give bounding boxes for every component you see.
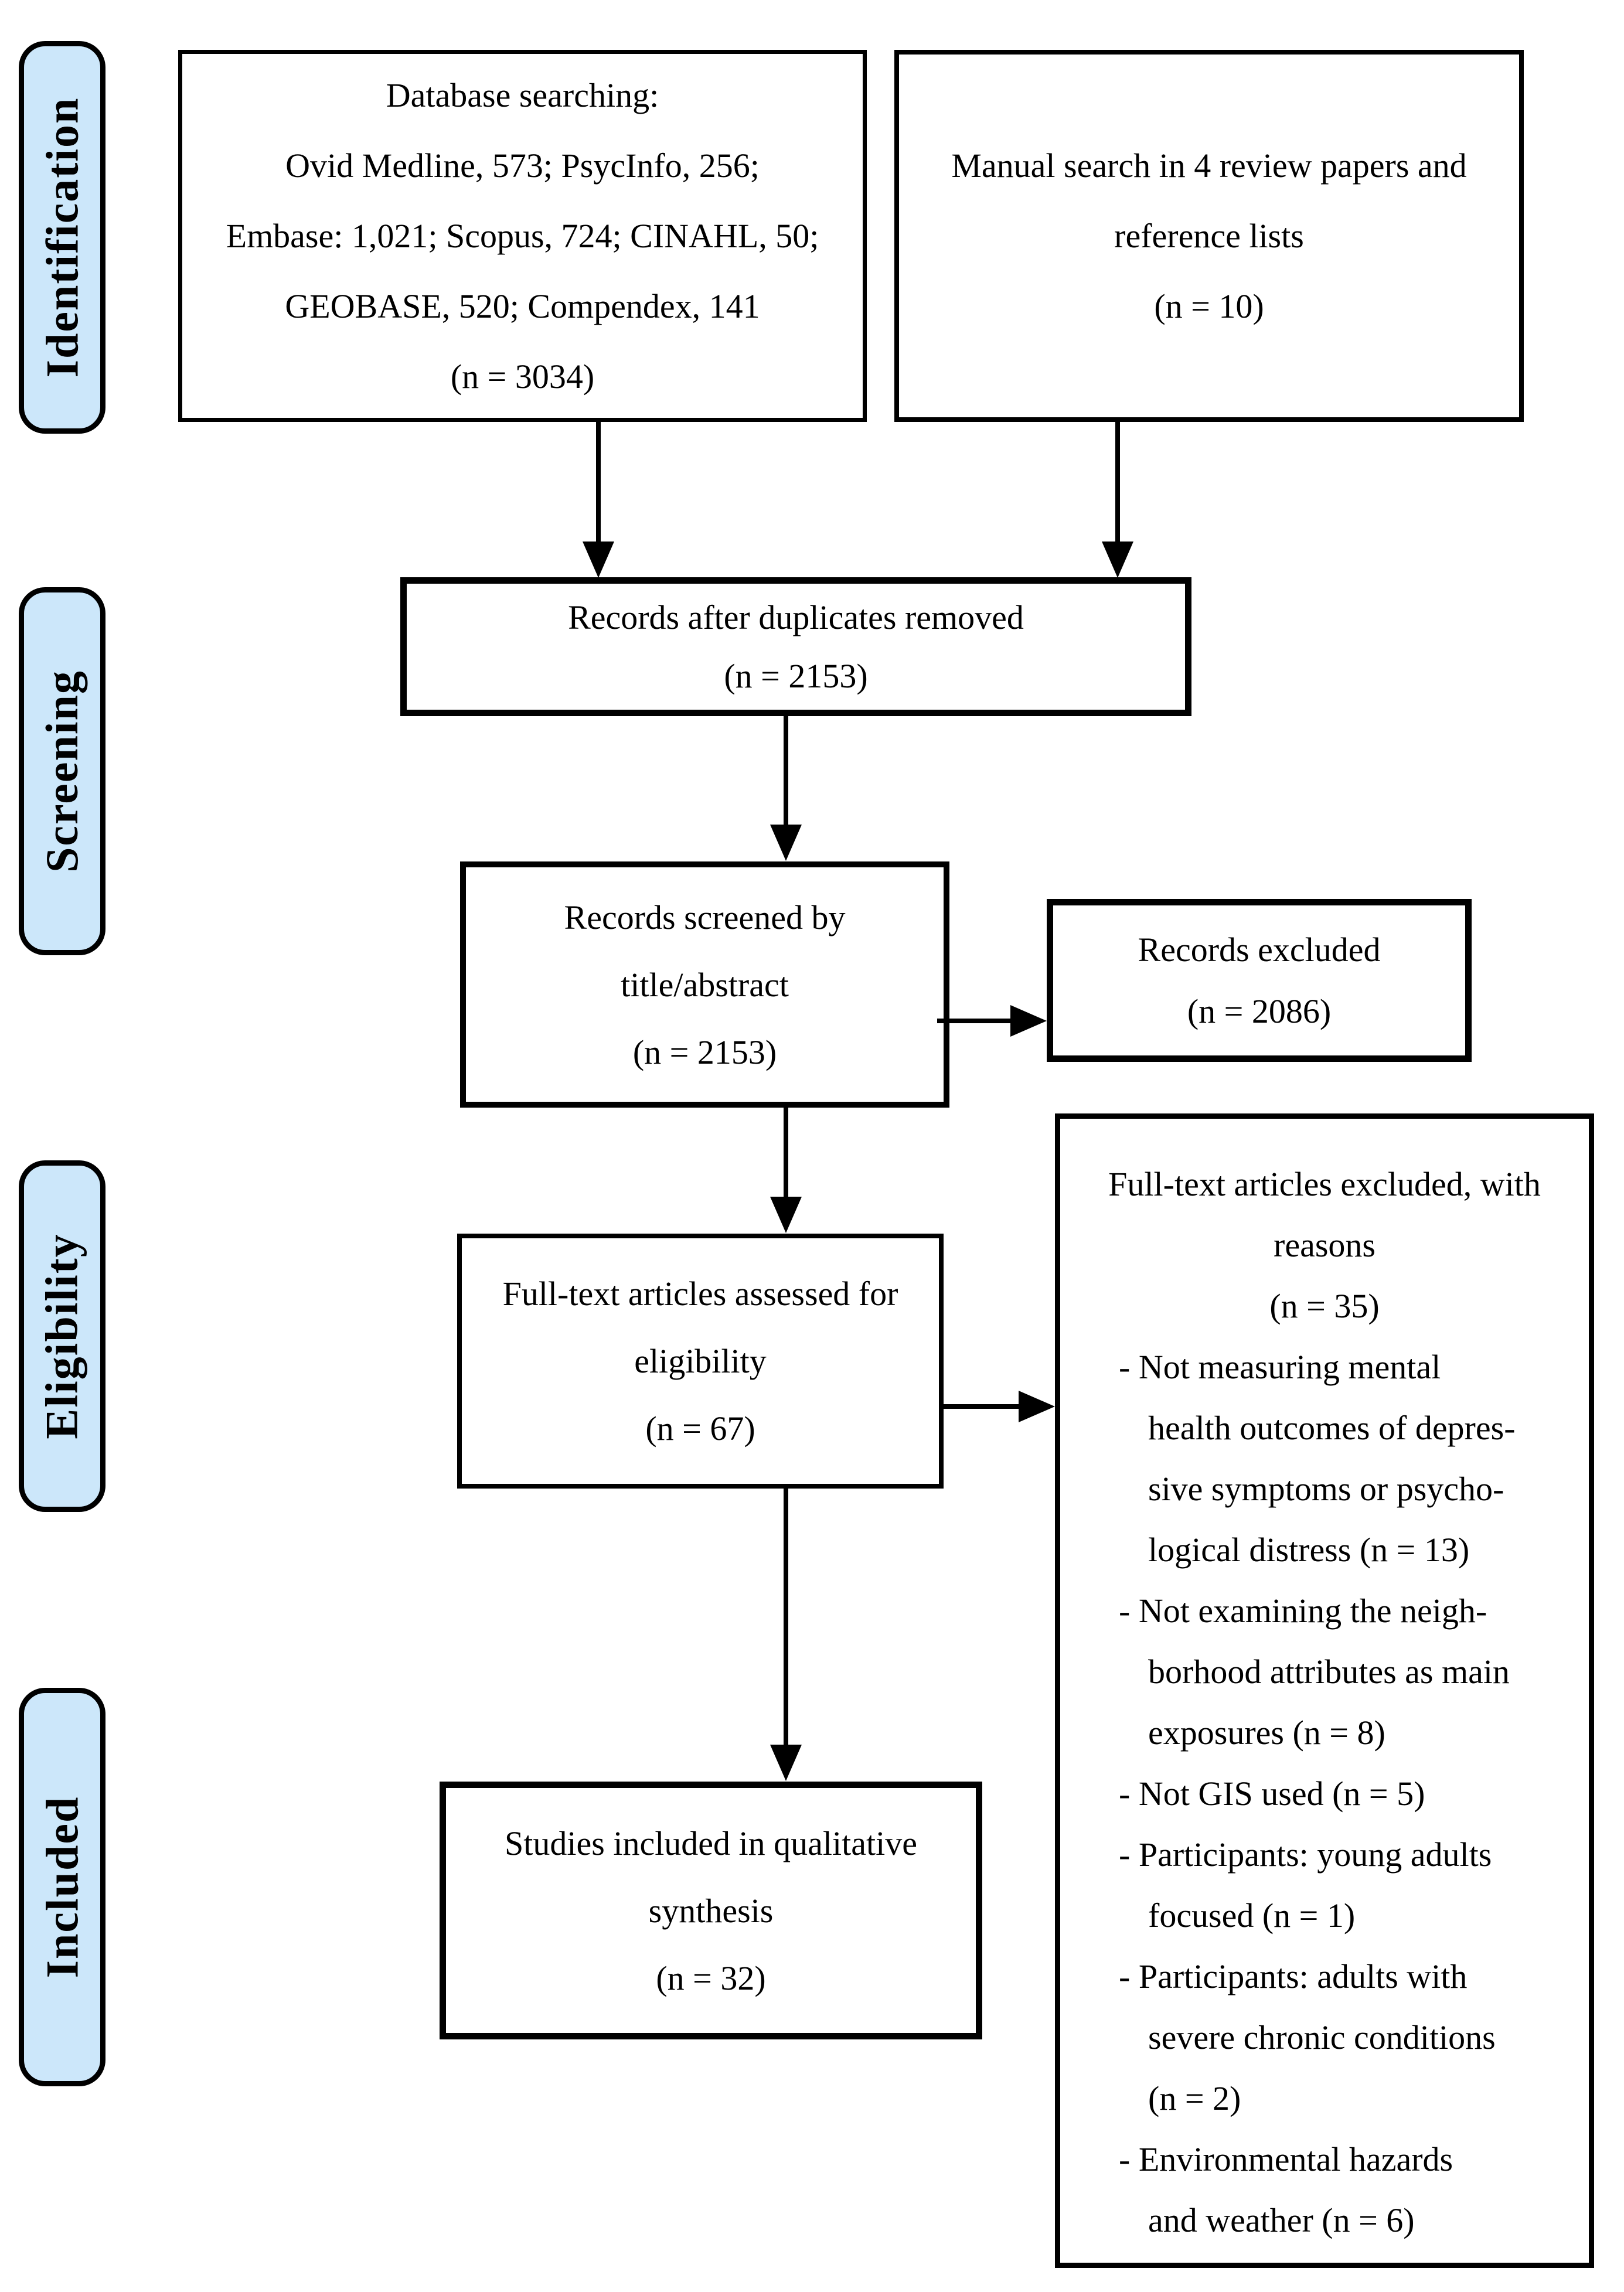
box-fulltext-excluded-header-1: Full-text articles excluded, with xyxy=(1108,1165,1541,1203)
arrow-fulltext-to-excluded-line xyxy=(942,1404,1020,1409)
arrow-screened-to-fulltext-head xyxy=(770,1197,802,1233)
box-records-screened: Records screened by title/abstract (n = … xyxy=(460,861,949,1108)
stage-label-screening: Screening xyxy=(19,587,105,955)
stage-label-identification: Identification xyxy=(19,41,105,434)
box-fulltext-line-1: Full-text articles assessed for xyxy=(502,1275,898,1313)
box-duplicates-removed: Records after duplicates removed (n = 21… xyxy=(400,577,1191,716)
exclusion-reason-line: focused (n = 1) xyxy=(1148,1896,1356,1935)
arrow-screened-to-excluded-head xyxy=(1010,1005,1047,1037)
box-included-line-2: synthesis xyxy=(648,1891,774,1930)
box-fulltext-excluded: Full-text articles excluded, with reason… xyxy=(1055,1113,1594,2268)
arrow-fulltext-to-excluded-head xyxy=(1019,1391,1055,1422)
box-fulltext-count: (n = 67) xyxy=(645,1409,755,1448)
exclusion-reason-line: - Participants: adults with xyxy=(1119,1957,1468,1995)
arrow-screened-to-fulltext-line xyxy=(784,1106,788,1198)
stage-label-included: Included xyxy=(19,1688,105,2086)
arrow-database-to-duplicates-head xyxy=(583,542,614,578)
box-database-count: (n = 3034) xyxy=(450,357,595,396)
box-screened-line-1: Records screened by xyxy=(564,898,846,936)
stage-label-screening-text: Screening xyxy=(36,670,88,873)
box-excluded-line-1: Records excluded xyxy=(1138,931,1381,969)
box-fulltext-assessed: Full-text articles assessed for eligibil… xyxy=(457,1234,944,1489)
box-fulltext-excluded-count: (n = 35) xyxy=(1269,1287,1380,1325)
stage-label-identification-text: Identification xyxy=(36,97,88,378)
box-manual-count: (n = 10) xyxy=(1154,287,1264,325)
arrow-fulltext-to-included-head xyxy=(770,1745,802,1781)
box-manual-search: Manual search in 4 review papers and ref… xyxy=(894,50,1524,422)
box-included-studies: Studies included in qualitative synthesi… xyxy=(440,1782,982,2039)
box-screened-count: (n = 2153) xyxy=(632,1033,777,1071)
exclusion-reason-line: - Not measuring mental xyxy=(1119,1348,1441,1386)
box-manual-line-2: reference lists xyxy=(1114,216,1304,255)
exclusion-reason-line: exposures (n = 8) xyxy=(1148,1714,1385,1752)
exclusion-reason-line: - Not GIS used (n = 5) xyxy=(1119,1775,1425,1813)
stage-label-eligibility-text: Eligibility xyxy=(36,1233,87,1439)
exclusion-reason-line: and weather (n = 6) xyxy=(1148,2201,1415,2239)
box-manual-line-1: Manual search in 4 review papers and xyxy=(951,146,1467,185)
arrow-manual-to-duplicates-line xyxy=(1115,421,1120,544)
arrow-manual-to-duplicates-head xyxy=(1102,542,1133,578)
exclusion-reason-line: severe chronic conditions xyxy=(1148,2018,1496,2056)
box-records-excluded: Records excluded (n = 2086) xyxy=(1047,899,1472,1062)
box-included-line-1: Studies included in qualitative xyxy=(505,1824,917,1862)
exclusion-reason-line: sive symptoms or psycho- xyxy=(1148,1470,1504,1508)
stage-label-eligibility: Eligibility xyxy=(19,1160,105,1512)
stage-label-included-text: Included xyxy=(36,1796,88,1978)
arrow-duplicates-to-screened-line xyxy=(784,715,788,826)
box-duplicates-count: (n = 2153) xyxy=(724,656,868,695)
exclusion-reason-line: - Participants: young adults xyxy=(1119,1835,1492,1874)
exclusion-reason-line: health outcomes of depres- xyxy=(1148,1409,1516,1447)
arrow-screened-to-excluded-line xyxy=(937,1019,1012,1023)
box-fulltext-excluded-header-2: reasons xyxy=(1274,1226,1376,1264)
box-included-count: (n = 32) xyxy=(656,1959,766,1997)
exclusion-reason-line: borhood attributes as main xyxy=(1148,1653,1510,1691)
arrow-duplicates-to-screened-head xyxy=(770,825,802,861)
box-duplicates-line-1: Records after duplicates removed xyxy=(568,598,1024,636)
box-database-line-3: Embase: 1,021; Scopus, 724; CINAHL, 50; xyxy=(226,216,819,255)
box-database-line-2: Ovid Medline, 573; PsycInfo, 256; xyxy=(285,146,760,185)
arrow-database-to-duplicates-line xyxy=(596,421,601,544)
exclusion-reason-line: logical distress (n = 13) xyxy=(1148,1531,1470,1569)
exclusion-reason-line: (n = 2) xyxy=(1148,2079,1241,2117)
arrow-fulltext-to-included-line xyxy=(784,1487,788,1746)
exclusion-reason-line: - Environmental hazards xyxy=(1119,2140,1453,2178)
box-database-searching: Database searching: Ovid Medline, 573; P… xyxy=(178,50,867,422)
box-database-line-4: GEOBASE, 520; Compendex, 141 xyxy=(285,287,760,325)
box-database-line-1: Database searching: xyxy=(386,76,659,114)
box-screened-line-2: title/abstract xyxy=(621,965,789,1004)
box-fulltext-line-2: eligibility xyxy=(634,1342,767,1380)
exclusion-reason-line: - Not examining the neigh- xyxy=(1119,1592,1487,1630)
box-excluded-count: (n = 2086) xyxy=(1187,992,1332,1030)
